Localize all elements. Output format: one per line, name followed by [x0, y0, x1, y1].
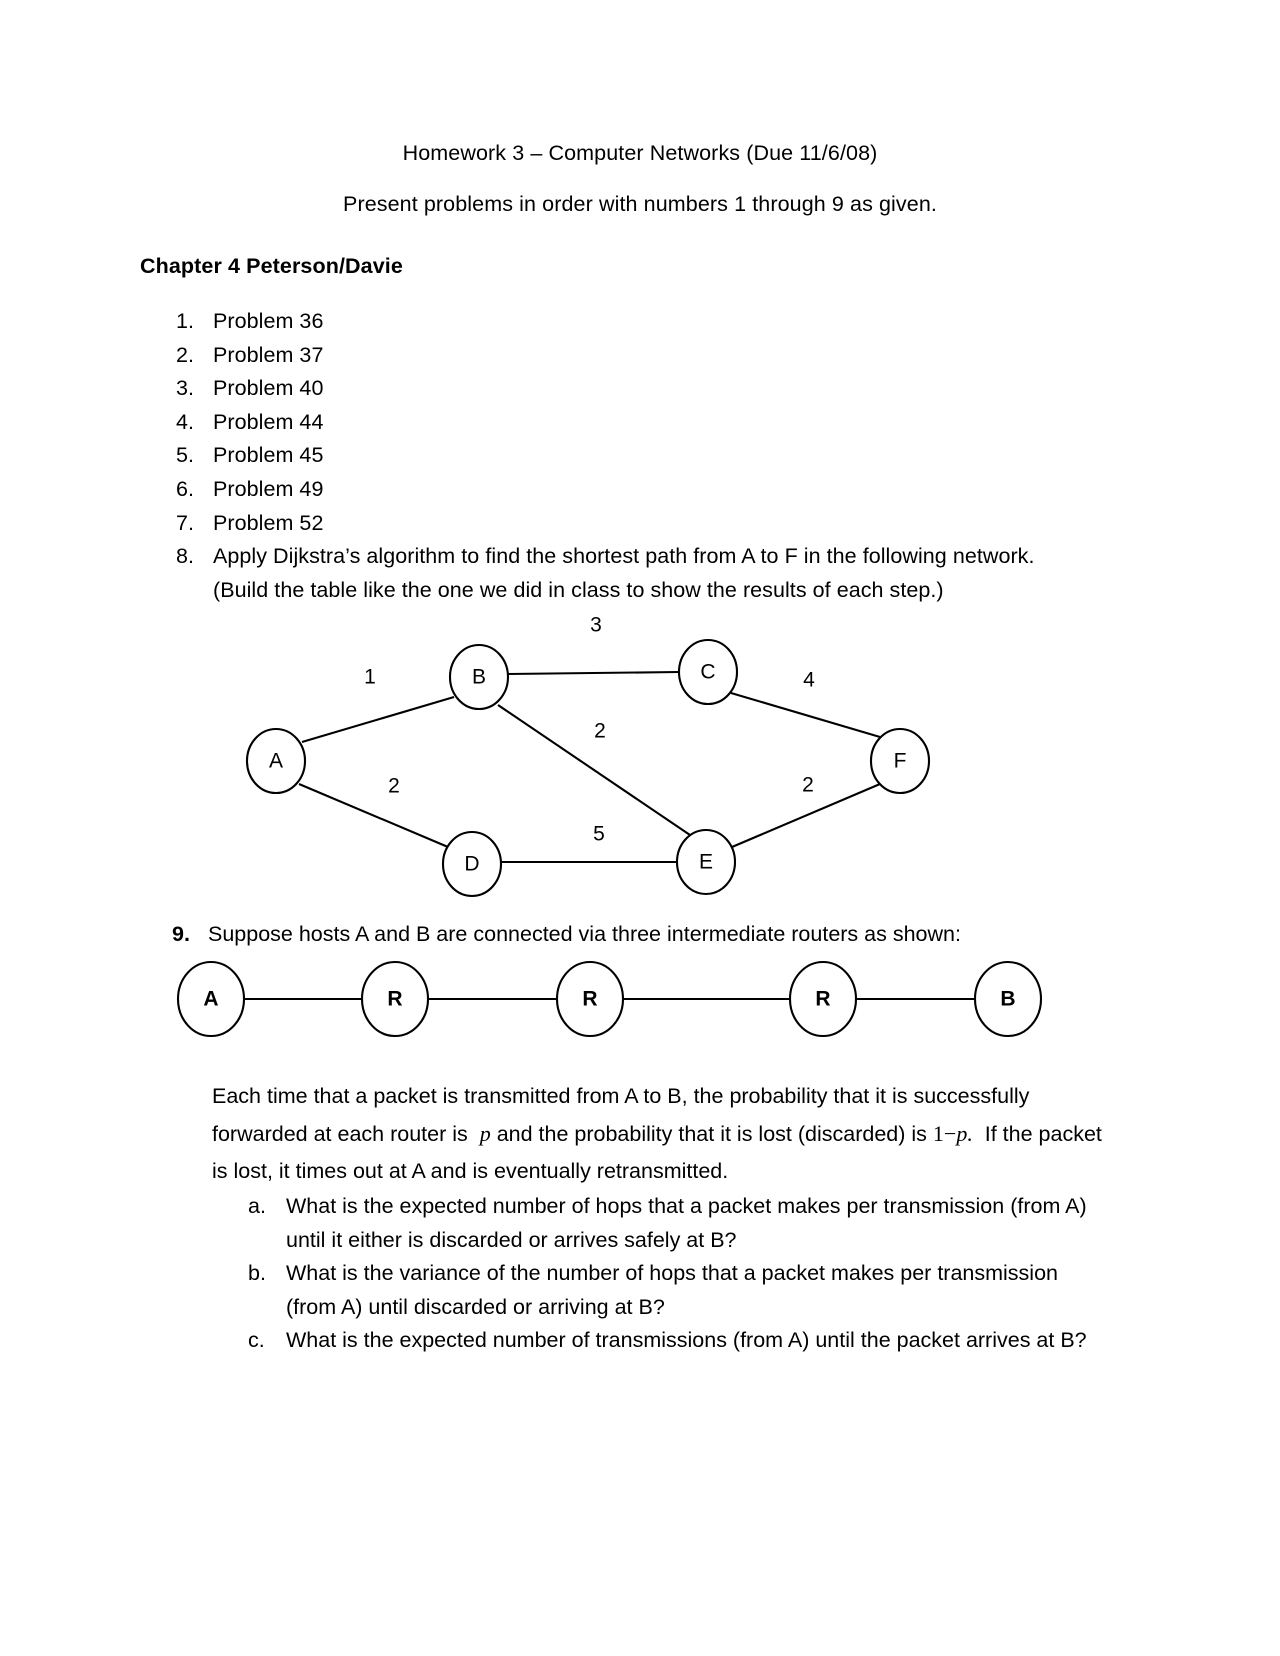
edge-b-c	[507, 671, 680, 676]
edge-c-f	[730, 692, 881, 739]
list-item-number: b.	[248, 1261, 266, 1286]
list-item: c. What is the expected number of transm…	[140, 1324, 1140, 1358]
list-item-label: Problem 52	[213, 510, 324, 535]
router-chain-figure: A R R R B	[128, 956, 1138, 1042]
list-item-number: a.	[248, 1193, 266, 1218]
chain-node-r2	[555, 960, 625, 1037]
edge-weight-a-b: 1	[364, 666, 376, 689]
list-item-label: Problem 44	[213, 409, 324, 434]
chain-node-r3-label: R	[815, 987, 830, 1010]
list-item-label: Problem 36	[213, 309, 324, 333]
problem-list: 1. Problem 36 2. Problem 37 3. Problem 4…	[140, 305, 1140, 607]
item9-sublist: a. What is the expected number of hops t…	[140, 1190, 1140, 1358]
list-item-label: What is the expected number of hops that…	[286, 1193, 1087, 1252]
graph-node-d-label: D	[464, 853, 479, 876]
chain-node-a-label: A	[203, 987, 218, 1010]
list-item-label: Problem 40	[213, 376, 324, 401]
list-item: 7. Problem 52	[140, 507, 1140, 541]
list-item: 2. Problem 37	[140, 339, 1140, 373]
list-item: a. What is the expected number of hops t…	[140, 1190, 1140, 1257]
paragraph-symbol-p: p	[479, 1120, 491, 1146]
chain-node-r1-label: R	[387, 987, 402, 1010]
list-item-number: c.	[248, 1328, 265, 1353]
edge-weight-b-c: 3	[590, 614, 602, 637]
list-item-number: 6.	[176, 476, 195, 501]
list-item-label: Problem 45	[213, 443, 324, 468]
list-item-label: Problem 49	[213, 476, 324, 501]
router-chain-svg: A R R R B	[176, 960, 1043, 1037]
edge-a-b	[301, 696, 455, 744]
list-item: 5. Problem 45	[140, 439, 1140, 473]
list-item-number: 1.	[176, 309, 195, 333]
edge-weight-c-f: 4	[803, 669, 815, 692]
graph-node-a	[245, 728, 307, 795]
graph-node-e-label: E	[699, 851, 713, 874]
list-item-number: 2.	[176, 342, 195, 367]
list-item-label-continued: (Build the table like the one we did in …	[213, 577, 944, 602]
chain-node-r1	[360, 960, 430, 1037]
list-item-number: 3.	[176, 376, 195, 401]
list-item: b. What is the variance of the number of…	[140, 1257, 1140, 1324]
edge-b-e	[497, 704, 691, 837]
network-graph-figure: A B C D E F 1 2 3 2 4 5 2	[132, 609, 1132, 909]
network-graph-svg: A B C D E F 1 2 3 2 4 5 2	[245, 614, 931, 898]
paragraph-symbol-p2: p.	[956, 1120, 973, 1146]
list-item-number: 4.	[176, 409, 195, 434]
edge-weight-b-e: 2	[594, 720, 606, 743]
list-item-number: 7.	[176, 510, 195, 535]
paragraph-part2: and the probability that it is lost (dis…	[496, 1121, 927, 1146]
list-item: 4. Problem 44	[140, 406, 1140, 440]
list-item: 3. Problem 40	[140, 372, 1140, 406]
list-item-9: 9. Suppose hosts A and B are connected v…	[140, 918, 1140, 952]
list-item-label: Suppose hosts A and B are connected via …	[208, 922, 961, 947]
graph-node-f-label: F	[894, 750, 907, 773]
paragraph-one-minus: 1−	[932, 1120, 957, 1146]
chain-node-b	[973, 960, 1043, 1037]
graph-node-e	[675, 829, 737, 896]
list-item-number: 9.	[172, 922, 190, 947]
list-item-number: 5.	[176, 443, 195, 468]
document-title: Homework 3 – Computer Networks (Due 11/6…	[402, 141, 878, 165]
graph-node-c-label: C	[700, 661, 715, 684]
section-heading: Chapter 4 Peterson/Davie	[140, 254, 403, 278]
list-item-label: Apply Dijkstra’s algorithm to find the s…	[213, 544, 1035, 569]
graph-node-c	[677, 639, 739, 706]
list-item-number: 8.	[176, 544, 195, 569]
document-subtitle: Present problems in order with numbers 1…	[343, 191, 937, 216]
list-item: 6. Problem 49	[140, 473, 1140, 507]
list-item-label: Problem 37	[213, 342, 324, 367]
paragraph-part3: If the packet is lost, it times out at A…	[212, 1121, 1102, 1183]
edge-weight-e-f: 2	[802, 774, 814, 797]
paragraph-part1: Each time that a packet is transmitted f…	[212, 1083, 1030, 1146]
list-item: 1. Problem 36	[140, 305, 1140, 339]
chain-node-b-label: B	[1000, 987, 1015, 1010]
list-item-label: What is the variance of the number of ho…	[286, 1261, 1058, 1319]
chain-node-a	[176, 960, 246, 1037]
edge-weight-a-d: 2	[388, 775, 400, 798]
item9-paragraph: Each time that a packet is transmitted f…	[140, 1078, 1140, 1190]
graph-node-f	[869, 728, 931, 795]
graph-node-a-label: A	[269, 750, 283, 773]
graph-node-b-label: B	[472, 666, 486, 689]
graph-node-d	[441, 831, 503, 898]
edge-e-f	[731, 783, 881, 849]
edge-a-d	[298, 783, 449, 849]
chain-node-r3	[788, 960, 858, 1037]
document-body: Homework 3 – Computer Networks (Due 11/6…	[140, 0, 1140, 1358]
list-item: 8. Apply Dijkstra’s algorithm to find th…	[140, 540, 1140, 607]
list-item-label: What is the expected number of transmiss…	[286, 1328, 1087, 1353]
edge-weight-d-e: 5	[593, 823, 605, 846]
graph-node-b	[448, 644, 510, 711]
chain-node-r2-label: R	[582, 987, 597, 1010]
